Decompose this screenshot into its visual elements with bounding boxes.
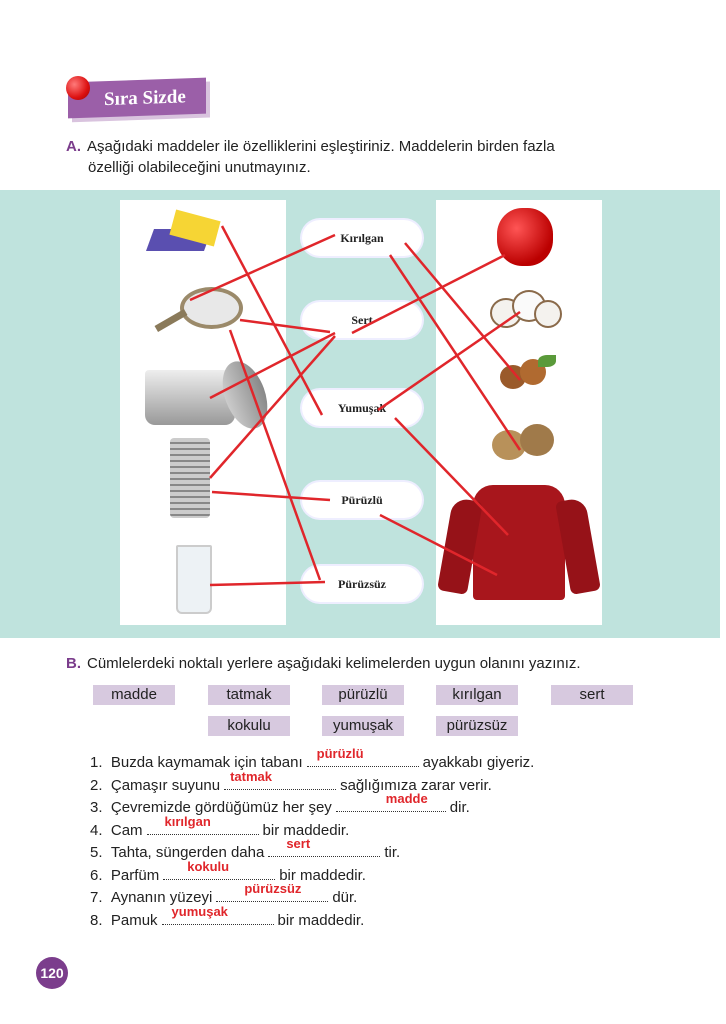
hazelnut-image [500,355,556,395]
glass-image [176,545,212,614]
sentence-text: dür. [332,889,358,906]
sentence-text: Aynanın yüzeyi [110,889,213,906]
grater-image [170,438,210,518]
matching-line [220,225,324,416]
apple-image [497,208,553,266]
property-kirilgan[interactable]: Kırılgan [302,220,422,256]
sentence-number: 5. [90,844,103,861]
answer-blank[interactable]: madde [335,791,446,812]
matching-line [228,329,322,581]
sentence-text: Parfüm [110,866,160,884]
word-chip: kırılgan [436,685,518,705]
word-chip: pürüzsüz [436,716,518,736]
sentence-text: Pamuk [110,911,158,929]
matching-line [209,331,336,400]
sentence-8: 8. Pamuk yumuşak bir maddedir. [90,904,365,931]
sentence-number: 4. [90,821,103,839]
sentence-7: 7. Aynanın yüzeyi pürüzsüz dür. [90,881,358,908]
handwritten-answer: pürüzlü [316,746,364,761]
sentence-text: tir. [384,844,401,861]
word-chip: sert [551,685,633,705]
sentence-number: 6. [90,866,103,884]
word-chip: yumuşak [322,716,404,736]
matching-line [211,490,331,502]
word-chip: tatmak [208,685,290,705]
matching-line [351,253,506,335]
sentence-6: 6. Parfüm kokulu bir maddedir. [90,859,366,886]
property-yumusak[interactable]: Yumuşak [302,390,422,426]
sentence-1: 1. Buzda kaymamak için tabanı pürüzlü ayak… [90,746,535,773]
sweater-image [437,485,601,600]
handwritten-answer: sert [286,836,311,851]
sentence-3: 3. Çevremizde gördüğümüz her şey madde dir… [90,791,470,818]
sentence-number: 1. [90,754,103,771]
answer-blank[interactable]: sert [268,836,381,857]
sentence-number: 3. [90,799,103,816]
sentence-text: dir. [449,799,470,816]
pot-image [125,355,276,435]
answer-blank[interactable]: kırılgan [146,814,259,835]
pushpin-icon [66,76,90,100]
answer-blank[interactable]: tatmak [224,769,337,790]
word-chip: kokulu [208,716,290,736]
matching-line [404,242,521,381]
walnut-image [492,420,557,465]
matching-line [377,310,521,412]
instruction-b: B.Cümlelerdeki noktalı yerlere aşağıdaki… [66,655,581,672]
matching-line [189,233,336,302]
handwritten-answer: madde [385,791,428,806]
property-puruzsuz[interactable]: Pürüzsüz [302,566,422,602]
matching-line [394,417,509,536]
sentence-number: 2. [90,776,103,794]
sentence-text: ayakkabı giyeriz. [422,754,535,771]
sentence-text: Çevremizde gördüğümüz her şey [110,799,332,816]
matching-line [388,254,522,451]
page-number: 120 [36,957,68,989]
sentence-text: Çamaşır suyunu [110,776,221,794]
handwritten-answer: yumuşak [171,903,228,919]
sentence-4: 4. Cam kırılgan bir maddedir. [90,814,350,841]
instruction-a: A.Aşağıdaki maddeler ile özelliklerini e… [66,138,555,155]
matching-line [239,318,331,334]
sentence-number: 7. [90,889,103,906]
sentence-text: Tahta, süngerden daha [110,844,265,861]
matching-line [379,513,498,577]
answer-blank[interactable]: kokulu [163,859,276,880]
handwritten-answer: tatmak [230,768,272,784]
sentence-text: Buzda kaymamak için tabanı [110,754,303,771]
matching-line [209,335,336,479]
handwritten-answer: pürüzsüz [244,881,302,896]
sentence-2: 2. Çamaşır suyunu tatmak sağlığımıza zarar… [90,769,492,796]
answer-blank[interactable]: pürüzsüz [216,881,329,902]
sentence-text: bir maddedir. [279,866,366,884]
sentence-text: bir maddedir. [277,911,365,929]
word-chip: pürüzlü [322,685,404,705]
matching-line [209,580,326,587]
sentence-5: 5. Tahta, süngerden daha sert tir. [90,836,401,863]
answer-blank[interactable]: pürüzlü [306,746,419,767]
sentence-number: 8. [90,911,103,929]
handwritten-answer: kokulu [187,858,230,874]
sentence-text: Cam [110,821,143,839]
sentence-text: sağlığımıza zarar verir. [340,776,492,794]
word-chip: madde [93,685,175,705]
answer-blank[interactable]: yumuşak [161,904,274,925]
instruction-a-line2: özelliği olabileceğini unutmayınız. [88,159,311,176]
handwritten-answer: kırılgan [164,813,211,829]
sentence-text: bir maddedir. [262,821,350,839]
